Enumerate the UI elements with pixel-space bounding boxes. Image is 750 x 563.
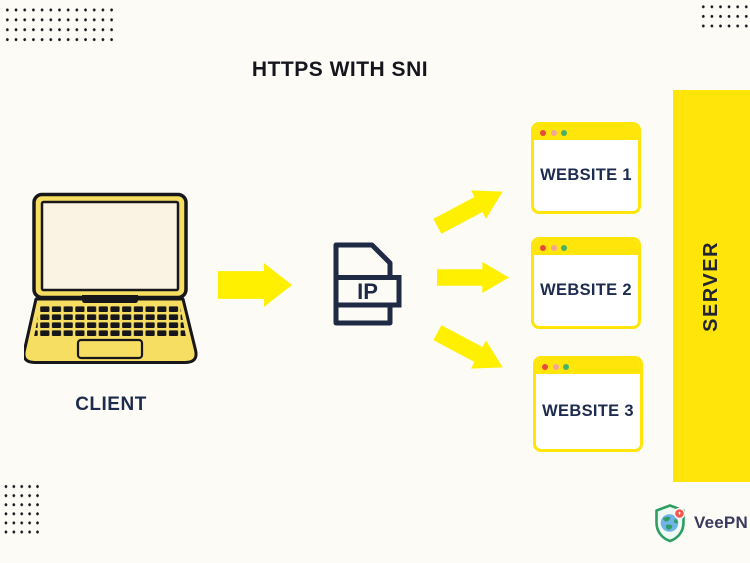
window-titlebar: [534, 240, 638, 255]
arrow-up-right-icon: [433, 190, 503, 234]
window-dot-pink-icon: [552, 363, 559, 370]
window-titlebar: [534, 125, 638, 140]
website-window-2: WEBSITE 2: [531, 237, 641, 329]
window-dot-pink-icon: [550, 244, 557, 251]
window-dot-red-icon: [540, 129, 546, 136]
window-titlebar: [536, 359, 640, 374]
veepn-shield-icon: [655, 504, 686, 543]
server-label: SERVER: [700, 240, 722, 332]
window-dot-green-icon: [563, 363, 569, 370]
arrow-down-right-icon: [433, 325, 503, 369]
veepn-logo: VeePN: [653, 503, 748, 543]
arrow-right-icon: [218, 263, 292, 307]
ip-file-icon: IP: [333, 242, 402, 326]
dot-pattern-bottom-left: [2, 482, 41, 535]
window-dot-red-icon: [542, 363, 548, 370]
website-window-1: WEBSITE 1: [531, 122, 641, 214]
window-dot-green-icon: [561, 244, 567, 251]
website-label: WEBSITE 1: [540, 166, 632, 184]
client-label: CLIENT: [75, 394, 147, 415]
server-bar: SERVER: [673, 90, 750, 482]
diagram-title: HTTPS WITH SNI: [251, 58, 429, 81]
ip-label: IP: [357, 279, 378, 304]
dot-pattern-top-right: [699, 2, 750, 31]
brand-name: VeePN: [694, 513, 748, 532]
window-dot-red-icon: [540, 244, 546, 251]
window-dot-green-icon: [561, 129, 567, 136]
window-dot-pink-icon: [550, 129, 557, 136]
website-label: WEBSITE 2: [540, 281, 632, 299]
website-label: WEBSITE 3: [542, 402, 634, 420]
website-window-3: WEBSITE 3: [533, 356, 643, 452]
laptop-icon: [24, 192, 198, 364]
dot-pattern-top-left: [3, 5, 116, 44]
arrow-right-icon: [437, 262, 509, 293]
